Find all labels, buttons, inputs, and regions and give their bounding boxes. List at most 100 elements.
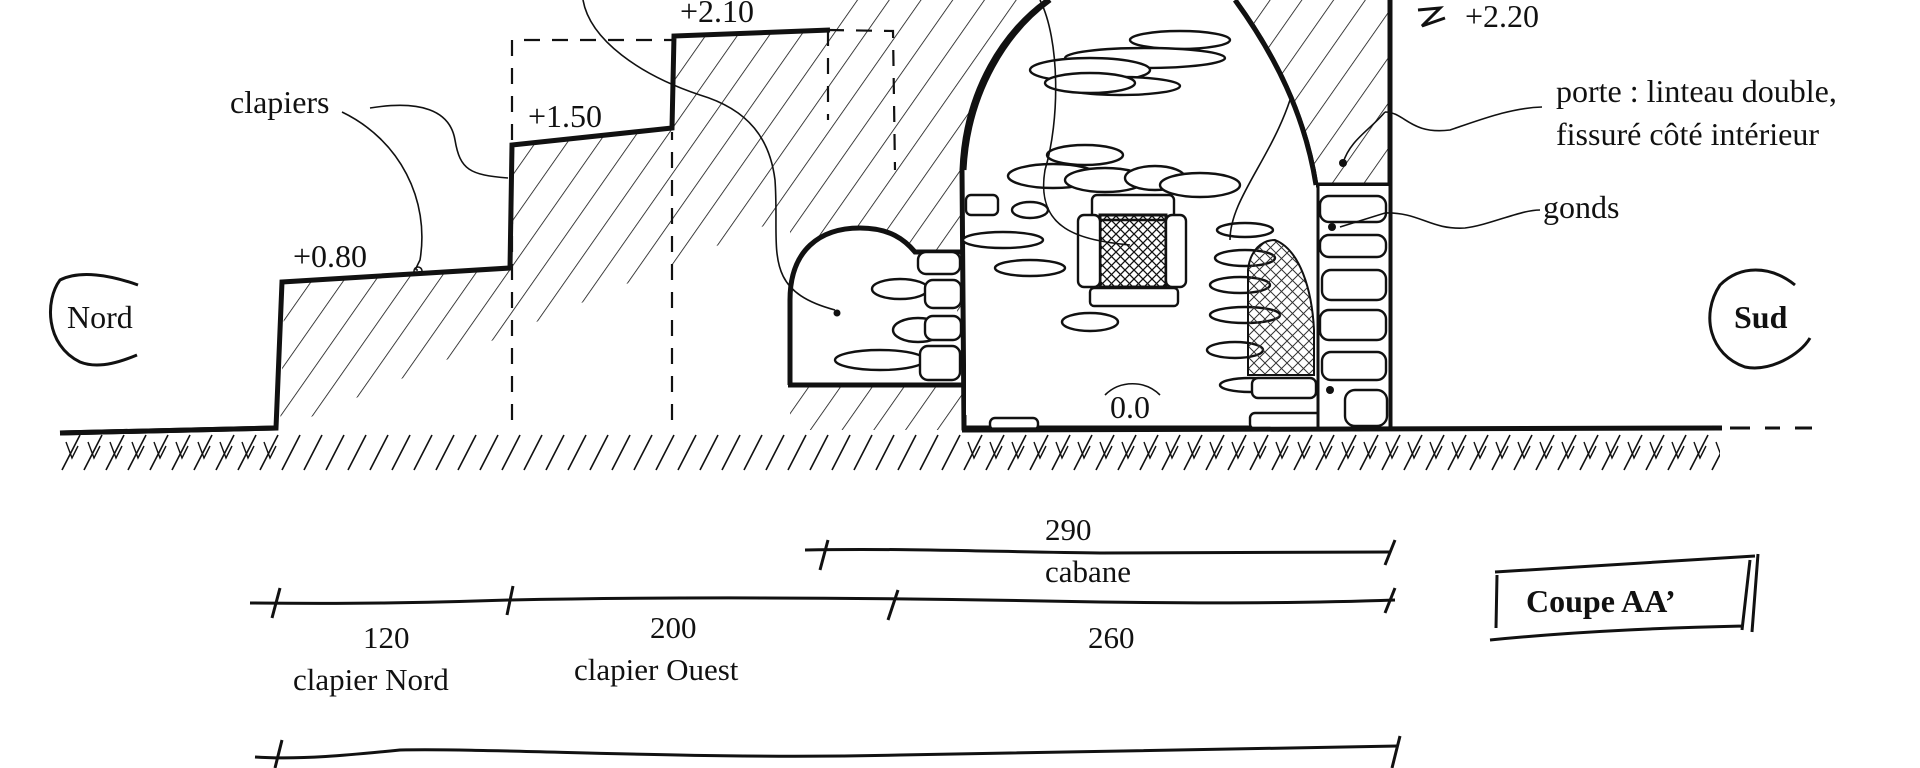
ground-hatch-stroke (765, 434, 785, 471)
ground-hatch-stroke (1121, 441, 1135, 460)
ground-hatch-stroke (105, 434, 125, 471)
ground-hatch-stroke (479, 434, 499, 471)
ground-hatch-stroke (1231, 441, 1245, 460)
ground-hatch-stroke (1099, 441, 1113, 460)
ground-hatch-stroke (1429, 441, 1443, 460)
ground-hatch-stroke (1143, 441, 1157, 460)
ground-hatch-stroke (1165, 441, 1179, 460)
dim-clapier-ouest-label: clapier Ouest (574, 652, 739, 687)
ground-hatch-stroke (1183, 434, 1203, 471)
ground-hatch-stroke (175, 441, 189, 460)
ground-hatch-stroke (1469, 434, 1489, 471)
nord-circle (49, 273, 139, 367)
ground-hatch-stroke (1095, 434, 1115, 471)
leader-lines (341, 0, 1543, 311)
ground-hatch-stroke (989, 441, 1003, 460)
ground-hatch-stroke (1381, 434, 1401, 471)
ground-hatch-stroke (1051, 434, 1071, 471)
ground-hatch-stroke (153, 441, 167, 460)
ground-hatch-stroke (1561, 441, 1575, 460)
ground-hatch-stroke (215, 434, 235, 471)
ground-hatch-stroke (1689, 434, 1709, 471)
ground-hatch-stroke (523, 434, 543, 471)
dim-cabane-value: 290 (1045, 512, 1092, 547)
ground-hatch-stroke (963, 434, 983, 471)
ground-hatch-stroke (241, 441, 255, 460)
ground-hatch-stroke (1601, 434, 1621, 471)
elevation-marker-icon (1417, 6, 1446, 28)
orientation-nord: Nord (67, 299, 133, 335)
ground-hatch-stroke (1407, 441, 1421, 460)
ground-hatch-stroke (1341, 441, 1355, 460)
ground-hatch-stroke (197, 441, 211, 460)
ground-hatch-stroke (1671, 441, 1685, 460)
ground-hatch-stroke (1535, 434, 1555, 471)
door-jamb (1316, 159, 1392, 428)
ground-hatch-stroke (171, 434, 191, 471)
ground-hatch-stroke (545, 434, 565, 471)
ground-hatch-stroke (1209, 441, 1223, 460)
dim-clapier-ouest-value: 200 (650, 610, 697, 645)
dim-line-cabane (804, 547, 1391, 555)
ground-hatch-stroke (919, 434, 939, 471)
ground-hatch-stroke (1033, 441, 1047, 460)
ground-hatch-stroke (1117, 434, 1137, 471)
ground-hatch-stroke (1337, 434, 1357, 471)
niche (787, 225, 963, 388)
ground-hatch-stroke (1649, 441, 1663, 460)
ground-hatch-stroke (325, 434, 345, 471)
dimension-lines (249, 539, 1402, 768)
ground-hatch-stroke (1139, 434, 1159, 471)
elevation-0-80: +0.80 (293, 238, 367, 274)
ground-hatch-stroke (263, 441, 277, 460)
ground-hatch-stroke (237, 434, 257, 471)
ground-hatch-stroke (1161, 434, 1181, 471)
elevation-floor: 0.0 (1110, 389, 1150, 425)
orientation-sud: Sud (1734, 299, 1788, 335)
ground-hatch-stroke (347, 434, 367, 471)
ground-hatch-stroke (1627, 441, 1641, 460)
elevation-2-10: +2.10 (680, 0, 754, 29)
elevation-2-20: +2.20 (1465, 0, 1539, 34)
ground-hatch-stroke (1077, 441, 1091, 460)
ground-hatch-stroke (1583, 441, 1597, 460)
ground-hatch-stroke (1385, 441, 1399, 460)
ground-hatch-stroke (1227, 434, 1247, 471)
ground-hatch-stroke (1187, 441, 1201, 460)
porte-annotation-line1: porte : linteau double, (1556, 73, 1837, 109)
elevation-1-50: +1.50 (528, 98, 602, 134)
ground-hatch-stroke (1029, 434, 1049, 471)
dim-cabane-label: cabane (1045, 554, 1131, 589)
ground-hatch-stroke (1495, 441, 1509, 460)
ground-hatch-stroke (1557, 434, 1577, 471)
dim-line-segments (249, 596, 1396, 605)
ground-hatch-stroke (1011, 441, 1025, 460)
ground-hatch-stroke (1403, 434, 1423, 471)
ground-hatch-stroke (1271, 434, 1291, 471)
clapiers-label: clapiers (230, 84, 330, 120)
ground-hatch-stroke (1315, 434, 1335, 471)
ground-hatch-stroke (831, 434, 851, 471)
ground-hatch-stroke (1249, 434, 1269, 471)
ground-hatch-stroke (1055, 441, 1069, 460)
hinge-icon (1326, 386, 1334, 394)
ground-hatch-stroke (985, 434, 1005, 471)
ground-hatch-stroke (65, 441, 79, 460)
ground-hatch-stroke (1645, 434, 1665, 471)
ground-hatch-stroke (941, 434, 961, 471)
ground-hatch-stroke (1275, 441, 1289, 460)
ground-hatch-stroke (1579, 434, 1599, 471)
dim-remaining-value: 260 (1088, 620, 1135, 655)
ground-hatch-stroke (1513, 434, 1533, 471)
ground (59, 425, 1812, 471)
gonds-label: gonds (1543, 189, 1619, 225)
dim-line-total (254, 744, 1399, 760)
ground-hatch-stroke (1451, 441, 1465, 460)
ground-hatch-stroke (743, 434, 763, 471)
ground-hatch-stroke (1073, 434, 1093, 471)
ground-hatch-stroke (501, 434, 521, 471)
ground-hatch-stroke (1623, 434, 1643, 471)
ground-hatch-stroke (1007, 434, 1027, 471)
ground-hatch-stroke (61, 434, 81, 471)
labels: clapiers +0.80 +1.50 +2.10 +2.20 0.0 por… (67, 0, 1837, 697)
